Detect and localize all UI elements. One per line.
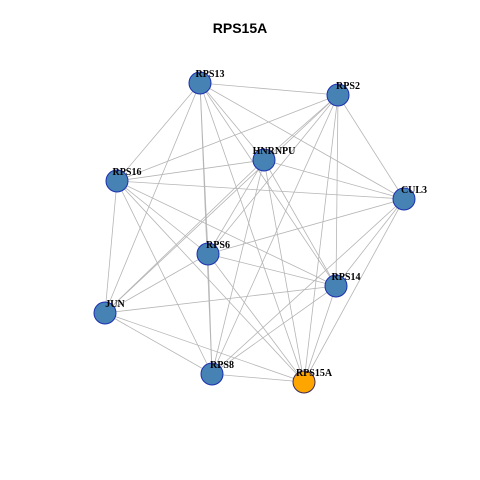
edge-layer xyxy=(104,82,405,383)
edge-hnrnpu-cul3 xyxy=(263,159,405,200)
node-label-rps13: RPS13 xyxy=(196,69,225,80)
node-rps15a[interactable] xyxy=(292,370,316,394)
edge-rps6-jun xyxy=(104,253,209,314)
edge-rps2-rps14 xyxy=(335,94,339,287)
edge-rps14-rps15a xyxy=(303,285,337,383)
edge-rps2-rps8 xyxy=(211,94,339,375)
edge-hnrnpu-rps14 xyxy=(263,159,337,287)
node-rps16[interactable] xyxy=(105,169,129,193)
node-cul3[interactable] xyxy=(392,187,416,211)
edge-cul3-rps15a xyxy=(303,198,405,383)
edge-rps2-rps15a xyxy=(303,94,339,383)
edge-rps8-rps15a xyxy=(211,373,305,383)
edge-jun-rps8 xyxy=(104,312,213,375)
edge-rps6-rps14 xyxy=(207,253,337,287)
node-label-cul3: CUL3 xyxy=(401,185,427,196)
node-label-rps6: RPS6 xyxy=(206,240,230,251)
node-label-jun: JUN xyxy=(105,299,125,310)
edge-rps16-rps8 xyxy=(116,180,213,375)
edge-cul3-rps6 xyxy=(207,198,405,255)
edge-rps6-rps8 xyxy=(207,253,213,375)
node-layer xyxy=(93,71,416,394)
edge-cul3-rps8 xyxy=(211,198,405,375)
node-label-rps2: RPS2 xyxy=(336,81,360,92)
edge-hnrnpu-rps15a xyxy=(263,159,305,383)
edge-rps16-rps6 xyxy=(116,180,209,255)
node-rps6[interactable] xyxy=(196,242,220,266)
edge-rps16-jun xyxy=(104,180,118,314)
edge-jun-rps15a xyxy=(104,312,305,383)
node-jun[interactable] xyxy=(93,301,117,325)
edge-rps13-rps14 xyxy=(199,82,337,287)
edge-rps14-jun xyxy=(104,285,337,314)
edge-cul3-rps14 xyxy=(335,198,405,287)
node-label-rps8: RPS8 xyxy=(210,360,234,371)
edge-rps2-jun xyxy=(104,94,339,314)
edge-hnrnpu-rps8 xyxy=(211,159,265,375)
node-label-rps15a: RPS15A xyxy=(296,368,333,379)
edge-hnrnpu-rps6 xyxy=(207,159,265,255)
edge-rps6-rps15a xyxy=(207,253,305,383)
edge-hnrnpu-jun xyxy=(104,159,265,314)
edge-rps16-cul3 xyxy=(116,180,405,200)
edge-rps14-rps8 xyxy=(211,285,337,375)
node-rps8[interactable] xyxy=(200,362,224,386)
edge-rps13-rps2 xyxy=(199,82,339,96)
edge-rps13-cul3 xyxy=(199,82,405,200)
node-label-rps16: RPS16 xyxy=(113,167,142,178)
edge-rps13-rps15a xyxy=(199,82,305,383)
edge-rps16-rps15a xyxy=(116,180,305,383)
edge-rps13-rps16 xyxy=(116,82,201,182)
node-rps2[interactable] xyxy=(326,83,350,107)
edge-rps13-hnrnpu xyxy=(199,82,265,161)
edge-rps2-rps6 xyxy=(207,94,339,255)
node-label-hnrnpu: HNRNPU xyxy=(253,146,296,157)
node-label-rps14: RPS14 xyxy=(332,272,361,283)
edge-rps2-hnrnpu xyxy=(263,94,339,161)
edge-hnrnpu-rps16 xyxy=(116,159,265,182)
edge-rps16-rps14 xyxy=(116,180,337,287)
figure-title: RPS15A xyxy=(212,20,268,36)
edge-rps2-rps16 xyxy=(116,94,339,182)
edge-rps2-cul3 xyxy=(337,94,405,200)
node-hnrnpu[interactable] xyxy=(252,148,276,172)
node-rps14[interactable] xyxy=(324,274,348,298)
node-rps13[interactable] xyxy=(188,71,212,95)
